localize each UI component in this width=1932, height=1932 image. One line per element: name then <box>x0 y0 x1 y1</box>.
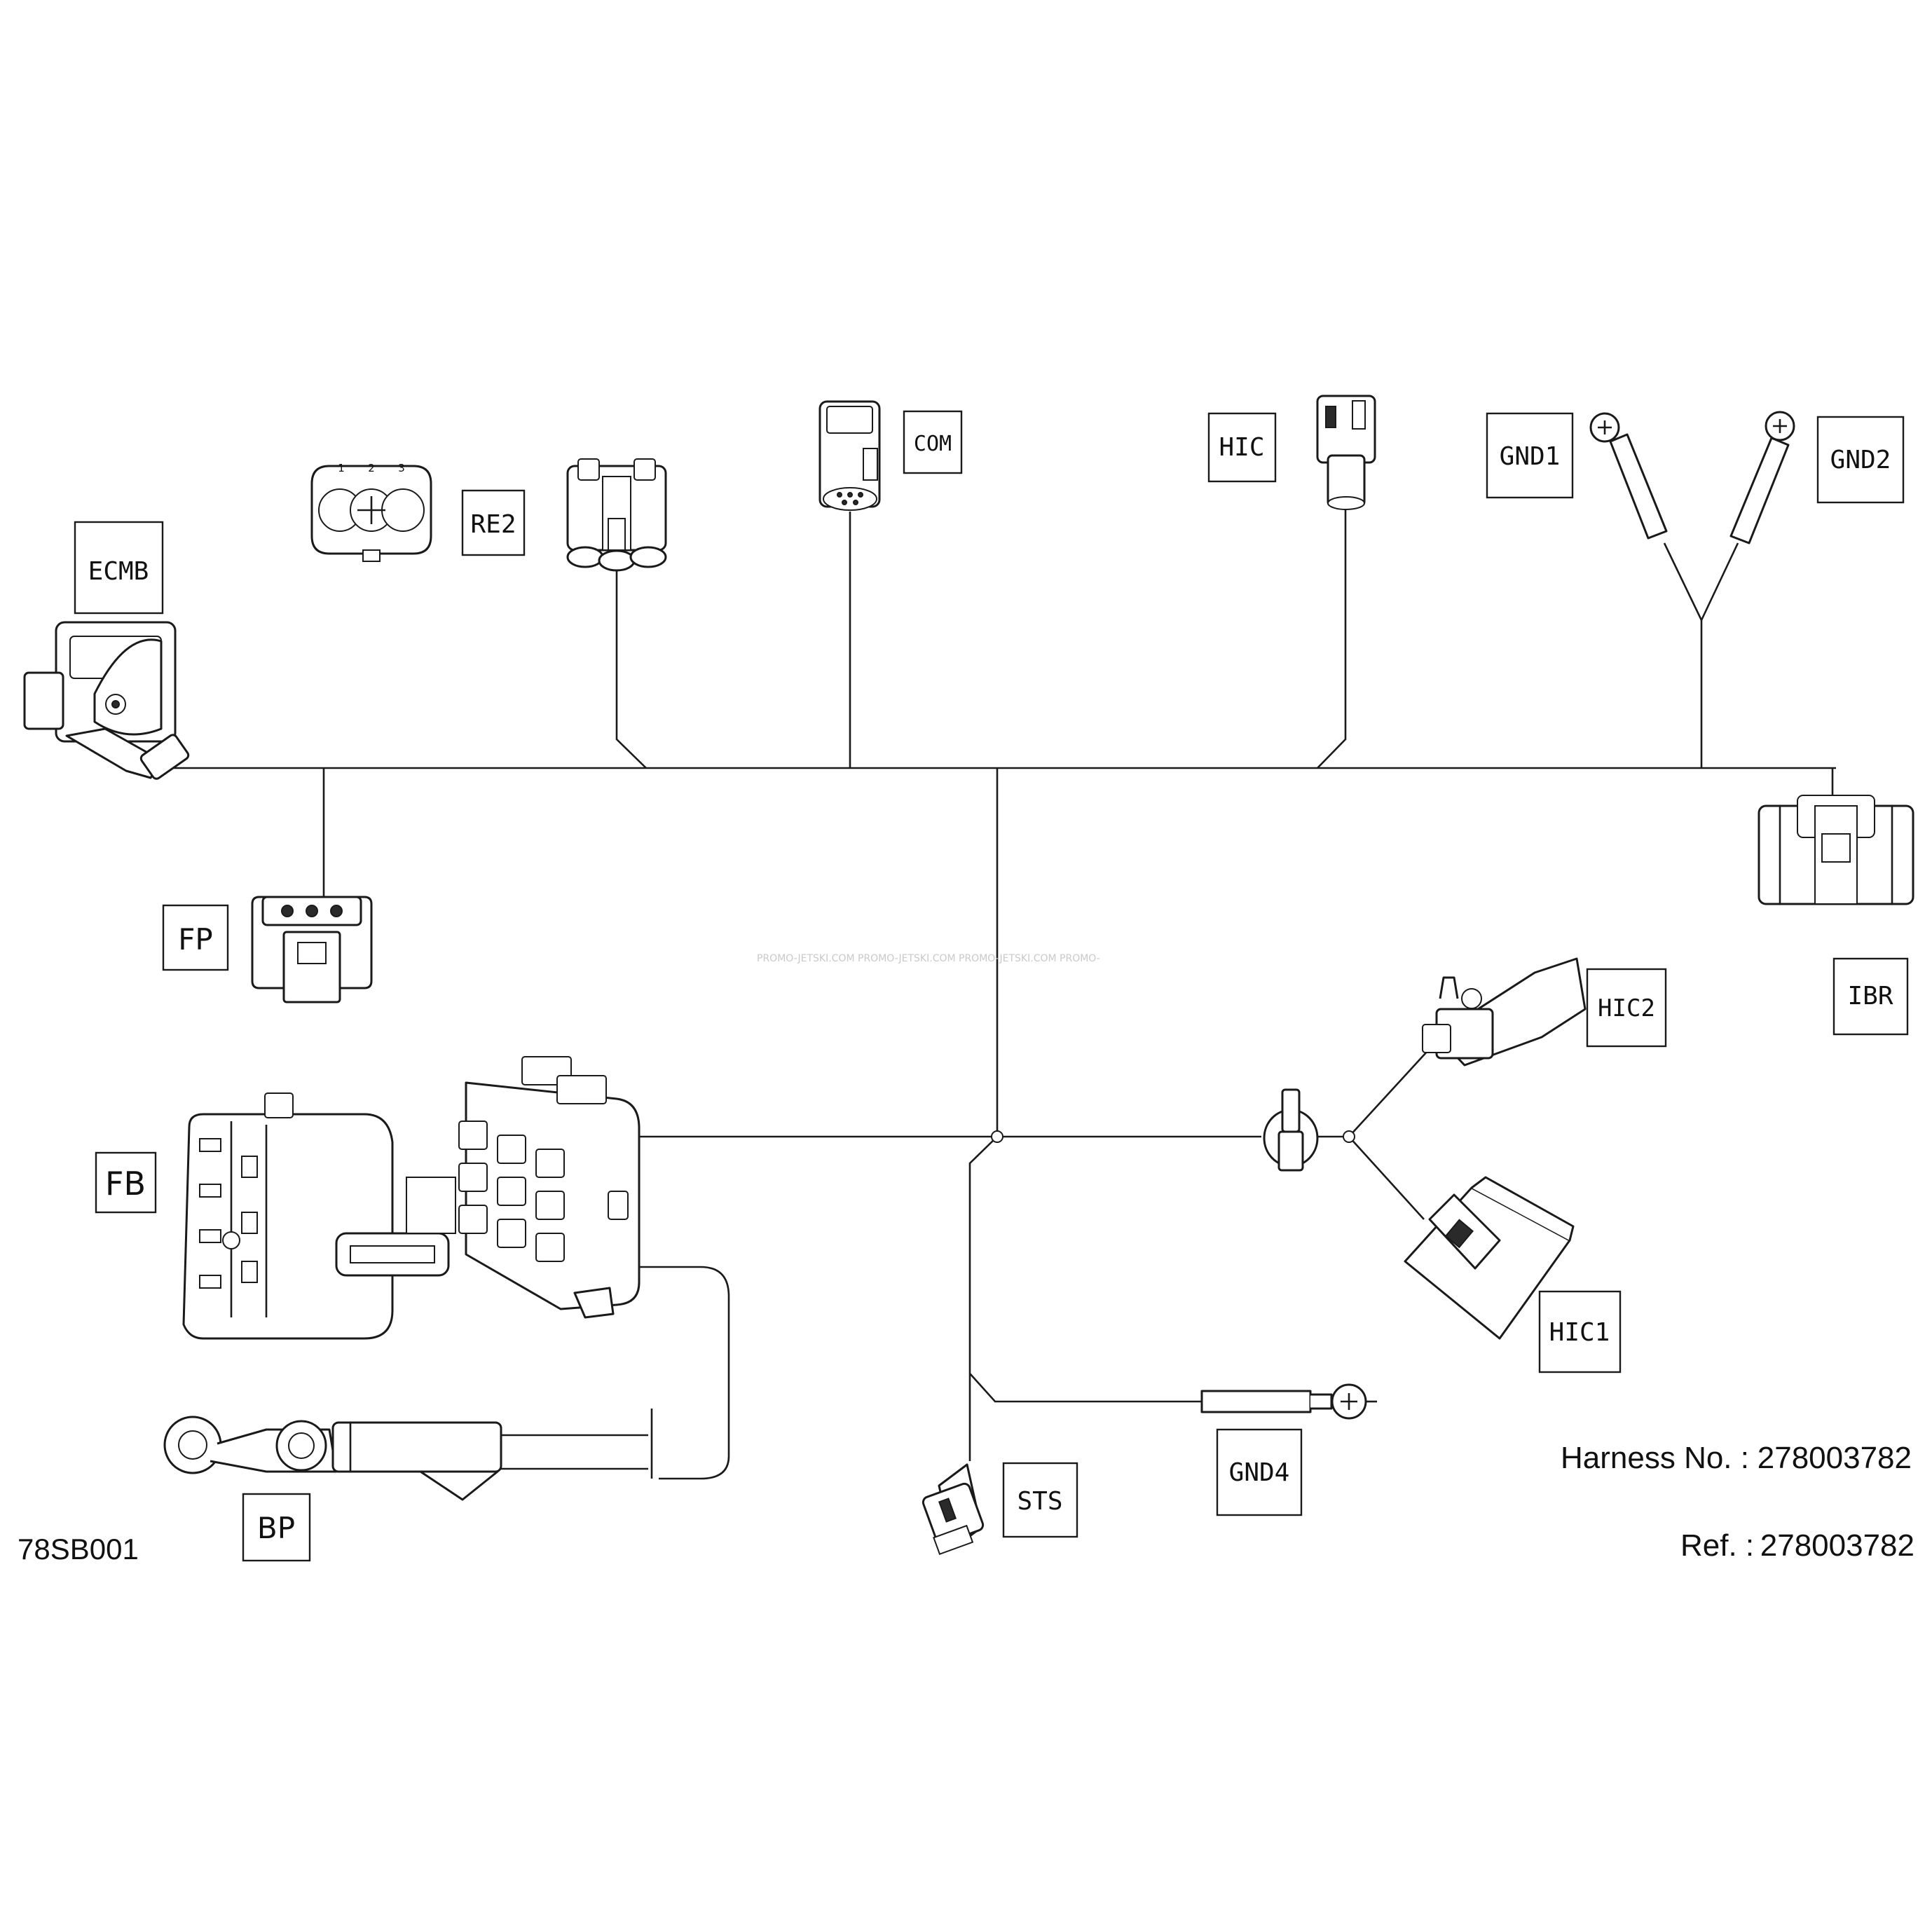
label-gnd2-text: GND2 <box>1830 446 1891 474</box>
harness-wires <box>161 505 1836 1480</box>
pin-number-3: 3 <box>398 462 405 474</box>
label-gnd4: GND4 <box>1216 1428 1303 1516</box>
ecmb-connector <box>23 621 190 780</box>
label-ibr-text: IBR <box>1847 982 1893 1010</box>
harness-number-value: 278003782 <box>1758 1441 1912 1475</box>
label-fb: FB <box>95 1151 157 1214</box>
fb-connector-block <box>458 1056 640 1319</box>
label-gnd1: GND1 <box>1486 412 1574 499</box>
label-gnd1-text: GND1 <box>1500 442 1561 471</box>
label-fp: FP <box>162 904 229 971</box>
com-connector <box>818 400 881 511</box>
label-hic: HIC <box>1207 412 1277 483</box>
re2-connector <box>566 458 667 572</box>
label-fp-text: FP <box>178 922 213 957</box>
label-sts-text: STS <box>1017 1487 1062 1516</box>
label-hic-text: HIC <box>1219 433 1264 462</box>
label-bp-text: BP <box>257 1511 295 1545</box>
label-sts: STS <box>1002 1462 1078 1538</box>
pin-number-1: 1 <box>338 462 345 474</box>
label-gnd2: GND2 <box>1816 416 1905 504</box>
label-com-text: COM <box>914 432 952 456</box>
watermark-text: PROMO-JETSKI.COM PROMO-JETSKI.COM PROMO-… <box>757 953 1100 964</box>
label-ecmb-text: ECMB <box>88 557 149 586</box>
label-fb-text: FB <box>105 1165 146 1203</box>
hic2-connector <box>1422 957 1587 1067</box>
label-hic1-text: HIC1 <box>1549 1318 1610 1347</box>
label-com: COM <box>903 410 963 474</box>
fp-connector <box>251 896 373 1003</box>
label-re2: RE2 <box>461 489 526 556</box>
gnd1-ring-terminal <box>1589 412 1668 540</box>
harness-number-label: Harness No. : <box>1561 1441 1749 1475</box>
ibr-connector <box>1758 795 1914 905</box>
inline-connector <box>1263 1088 1319 1172</box>
ref-label: Ref. : <box>1680 1528 1754 1563</box>
hic1-connector <box>1404 1176 1575 1340</box>
label-ecmb: ECMB <box>74 521 164 615</box>
label-bp: BP <box>242 1493 311 1562</box>
gnd4-ring-terminal <box>1200 1383 1367 1420</box>
hic-connector <box>1316 395 1376 510</box>
label-hic2-text: HIC2 <box>1598 994 1655 1022</box>
pin-number-2: 2 <box>368 462 375 474</box>
sts-connector <box>922 1463 985 1556</box>
label-gnd4-text: GND4 <box>1229 1458 1290 1487</box>
drawing-code: 78SB001 <box>18 1533 139 1566</box>
re2-pin-view: 1 2 3 <box>310 462 432 562</box>
fb-fuse-box <box>182 1092 456 1340</box>
ref-value: 278003782 <box>1760 1528 1914 1563</box>
label-re2-text: RE2 <box>470 510 516 539</box>
bp-battery-terminal <box>163 1416 502 1501</box>
label-hic1: HIC1 <box>1538 1290 1622 1373</box>
label-hic2: HIC2 <box>1586 968 1667 1048</box>
label-ibr: IBR <box>1832 957 1909 1036</box>
gnd2-ring-terminal <box>1729 411 1795 544</box>
